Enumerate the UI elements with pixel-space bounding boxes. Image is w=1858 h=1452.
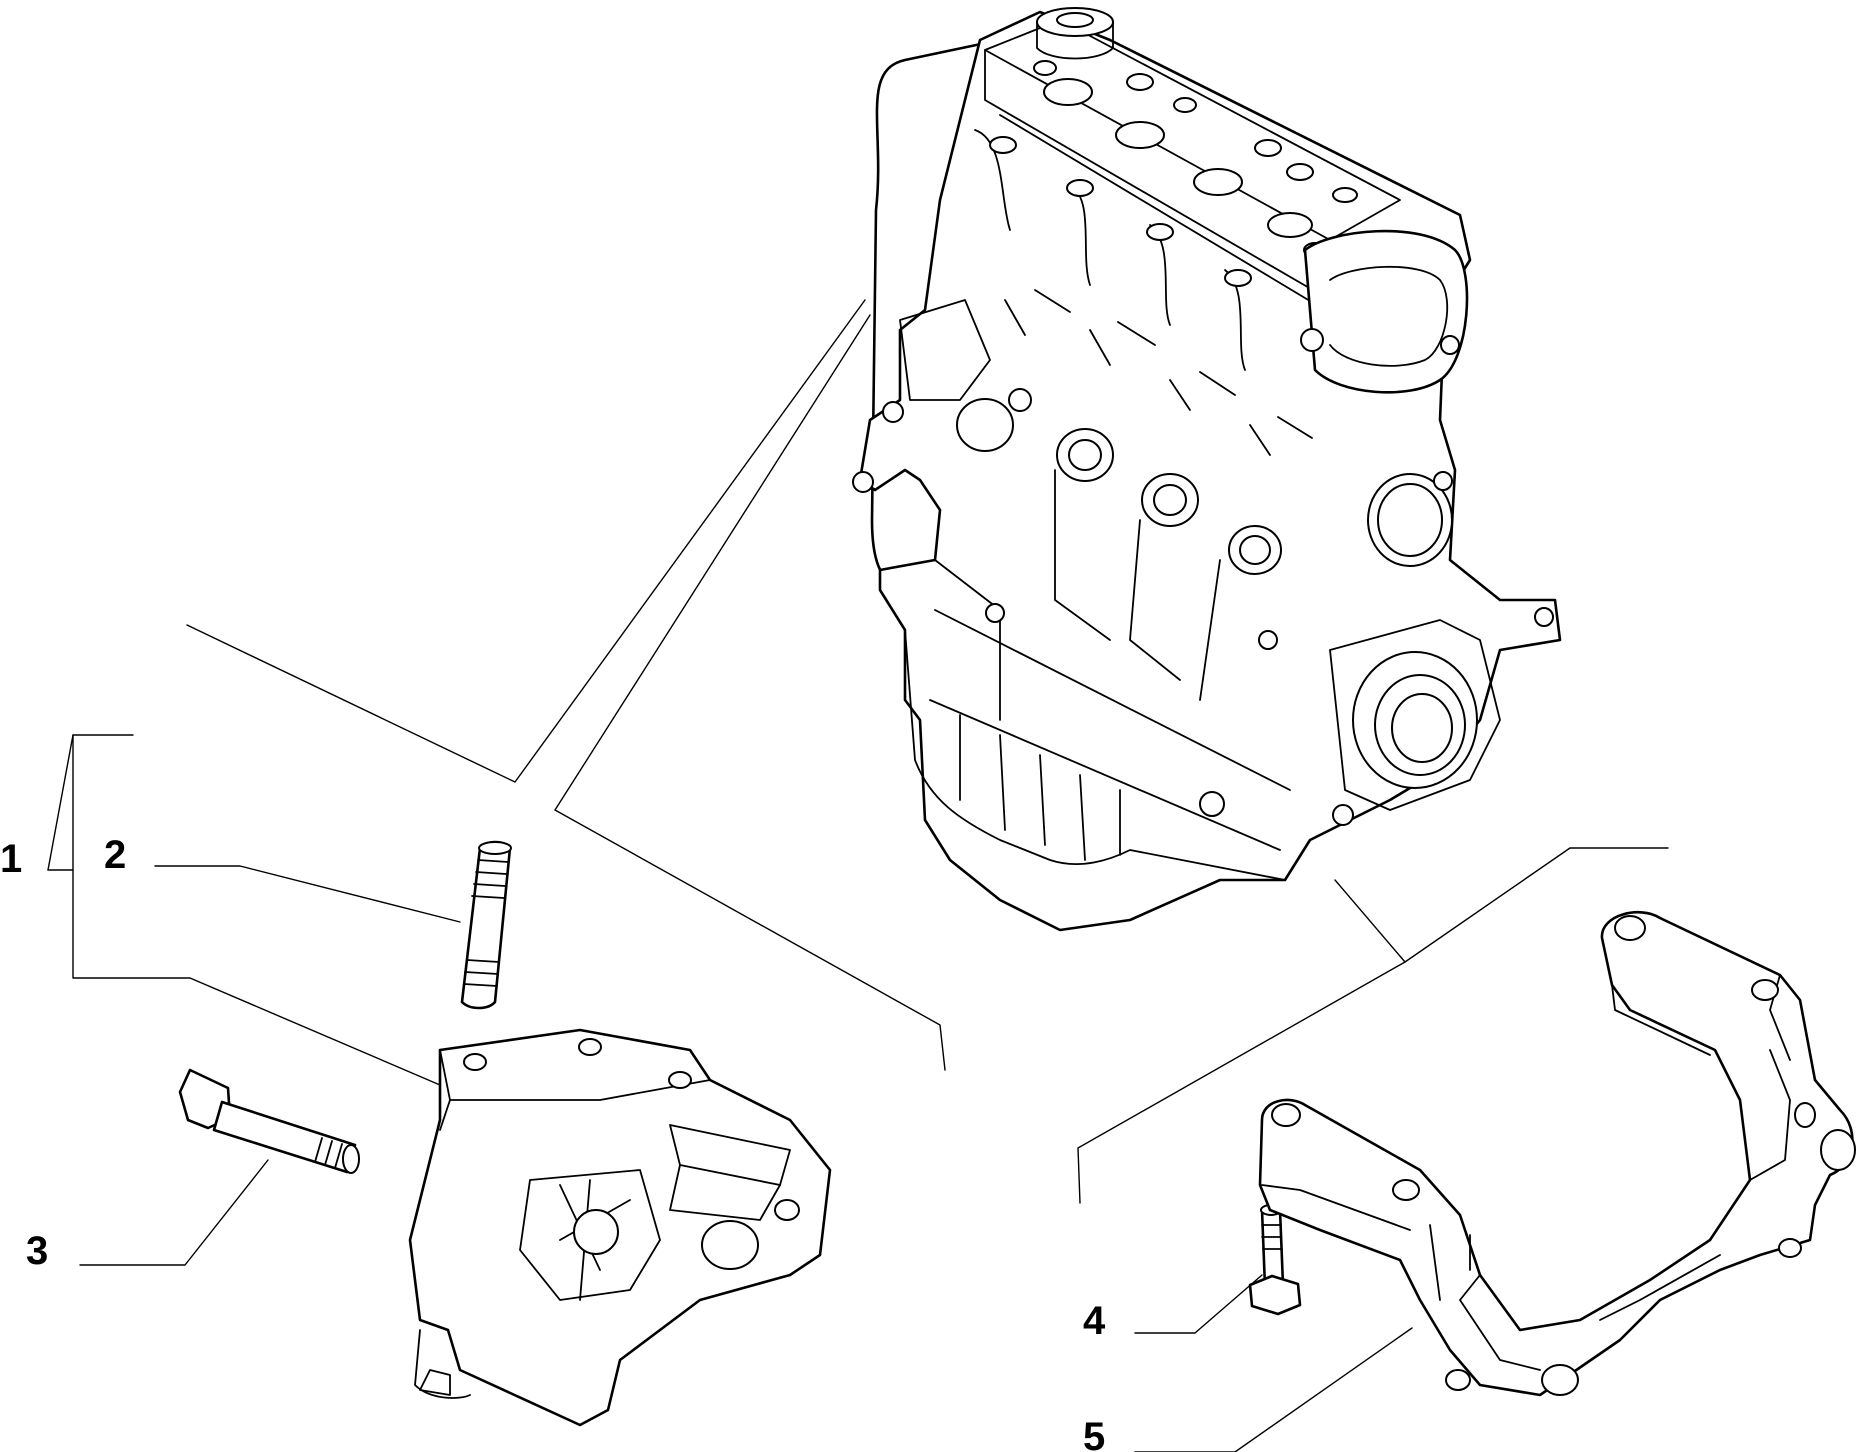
bolt [1248,1204,1302,1316]
leader-2 [154,865,461,923]
callout-4: 4 [1083,1299,1106,1343]
bolt [178,1068,360,1174]
callout-group-bracket [47,734,441,1086]
leader-5 [1134,1327,1413,1452]
callout-3: 3 [26,1229,48,1273]
cylinder-head-openings [1033,60,1358,258]
exhaust-studs [1004,289,1313,456]
engine-assembly [852,7,1562,932]
stud [460,840,512,1010]
callout-5: 5 [1083,1415,1105,1452]
assembly-leader-lines [186,299,1669,1204]
engine-mount-bracket [408,1028,832,1427]
callout-1: 1 [0,837,22,881]
leader-3 [79,1159,269,1266]
callout-labels: 1 2 3 4 5 [0,833,1106,1452]
leader-4 [1134,1274,1263,1334]
support-bracket [1258,910,1856,1397]
callout-2: 2 [104,833,126,877]
